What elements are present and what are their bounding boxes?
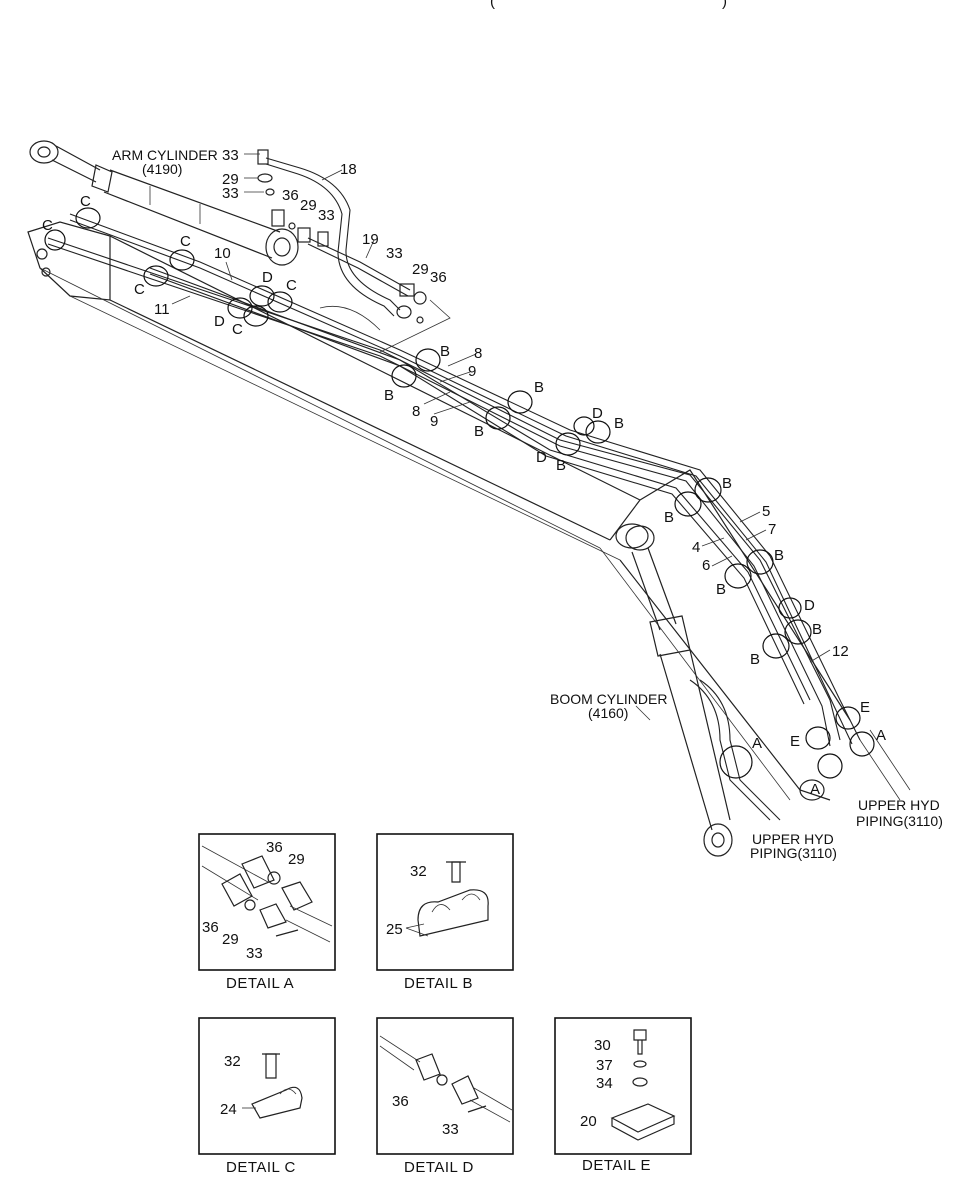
detail-marker-labels: C C C C C C D D D D D B B B B B B B B B …	[42, 193, 886, 798]
marker-e-1: E	[860, 699, 870, 716]
detail-c-panel: 32 24 DETAIL C	[198, 1017, 336, 1176]
detail-e-37: 37	[596, 1057, 613, 1074]
component-callouts: ARM CYLINDER (4190) BOOM CYLINDER (4160)…	[112, 147, 943, 861]
marker-b-2: B	[384, 387, 394, 404]
detail-d-33: 33	[442, 1121, 459, 1138]
part-36-right: 36	[430, 269, 447, 286]
detail-circles	[44, 207, 875, 779]
arm-cylinder-label: ARM CYLINDER	[112, 147, 218, 163]
detail-e-34: 34	[596, 1075, 613, 1092]
marker-d-4: D	[536, 449, 547, 466]
marker-e-2: E	[790, 733, 800, 750]
marker-b-3: B	[534, 379, 544, 396]
part-18: 18	[340, 161, 357, 178]
marker-a-3: A	[810, 781, 820, 798]
marker-d-5: D	[804, 597, 815, 614]
detail-b-32: 32	[410, 863, 427, 880]
part-33-right: 33	[386, 245, 403, 262]
title-paren-open: (	[490, 0, 495, 10]
detail-a-panel: 36 29 36 29 33 DETAIL A	[198, 833, 336, 992]
marker-a-1: A	[752, 735, 762, 752]
part-5: 5	[762, 503, 770, 520]
marker-b-1: B	[440, 343, 450, 360]
part-number-labels: 33 29 33 36 29 33 18 19 33 29 36 10 11 8…	[154, 147, 849, 660]
part-29-right: 29	[412, 261, 429, 278]
part-33-mid: 33	[222, 185, 239, 202]
part-9-a: 9	[468, 363, 476, 380]
part-10: 10	[214, 245, 231, 262]
detail-d-36: 36	[392, 1093, 409, 1110]
marker-a-2: A	[876, 727, 886, 744]
part-6: 6	[702, 557, 710, 574]
detail-b-title: DETAIL B	[404, 975, 473, 992]
boom-cylinder	[625, 525, 733, 857]
leader-lines	[171, 153, 831, 721]
upper-hyd-piping-code-1: PIPING(3110)	[856, 813, 943, 829]
detail-e-30: 30	[594, 1037, 611, 1054]
part-4: 4	[692, 539, 700, 556]
marker-c-3: C	[180, 233, 191, 250]
detail-a-29-left: 29	[222, 931, 239, 948]
part-19: 19	[362, 231, 379, 248]
detail-e-panel: 30 37 34 20 DETAIL E	[554, 1017, 692, 1174]
detail-d-panel: 36 33 DETAIL D	[376, 1017, 514, 1176]
part-36-top: 36	[282, 187, 299, 204]
upper-hyd-piping-label-2: UPPER HYD	[752, 831, 834, 847]
part-33-mid2: 33	[318, 207, 335, 224]
marker-b-8: B	[664, 509, 674, 526]
marker-d-2: D	[214, 313, 225, 330]
part-29-mid: 29	[300, 197, 317, 214]
boom-structure	[599, 469, 911, 801]
marker-c-4: C	[134, 281, 145, 298]
detail-a-36-left: 36	[202, 919, 219, 936]
part-12: 12	[832, 643, 849, 660]
part-8-a: 8	[474, 345, 482, 362]
title-paren-close: )	[722, 0, 727, 10]
marker-b-9: B	[774, 547, 784, 564]
detail-c-title: DETAIL C	[226, 1159, 296, 1176]
marker-b-6: B	[556, 457, 566, 474]
hydraulic-pipes	[47, 157, 861, 821]
marker-b-11: B	[812, 621, 822, 638]
boom-cylinder-label: BOOM CYLINDER	[550, 691, 667, 707]
detail-e-title: DETAIL E	[582, 1157, 651, 1174]
part-9-b: 9	[430, 413, 438, 430]
fittings	[257, 149, 451, 353]
detail-c-32: 32	[224, 1053, 241, 1070]
detail-b-panel: 32 25 DETAIL B	[376, 833, 514, 992]
marker-c-5: C	[286, 277, 297, 294]
boom-cylinder-code: (4160)	[588, 705, 628, 721]
arm-structure	[27, 221, 649, 561]
upper-hyd-piping-label-1: UPPER HYD	[858, 797, 940, 813]
arm-cylinder	[29, 140, 299, 266]
marker-b-12: B	[750, 651, 760, 668]
detail-e-20: 20	[580, 1113, 597, 1130]
detail-a-33: 33	[246, 945, 263, 962]
part-8-b: 8	[412, 403, 420, 420]
detail-d-title: DETAIL D	[404, 1159, 474, 1176]
part-29-top: 29	[222, 171, 239, 188]
marker-b-5: B	[614, 415, 624, 432]
marker-b-4: B	[474, 423, 484, 440]
marker-c-1: C	[80, 193, 91, 210]
detail-c-24: 24	[220, 1101, 237, 1118]
upper-hyd-piping-code-2: PIPING(3110)	[750, 845, 837, 861]
part-33-top: 33	[222, 147, 239, 164]
detail-b-25: 25	[386, 921, 403, 938]
marker-d-3: D	[592, 405, 603, 422]
detail-a-29-top: 29	[288, 851, 305, 868]
marker-d-1: D	[262, 269, 273, 286]
part-11: 11	[154, 301, 170, 318]
detail-a-36-top: 36	[266, 839, 283, 856]
detail-a-title: DETAIL A	[226, 975, 294, 992]
marker-c-6: C	[232, 321, 243, 338]
marker-b-7: B	[722, 475, 732, 492]
marker-b-10: B	[716, 581, 726, 598]
marker-c-2: C	[42, 217, 53, 234]
part-7: 7	[768, 521, 776, 538]
arm-cylinder-code: (4190)	[142, 161, 182, 177]
